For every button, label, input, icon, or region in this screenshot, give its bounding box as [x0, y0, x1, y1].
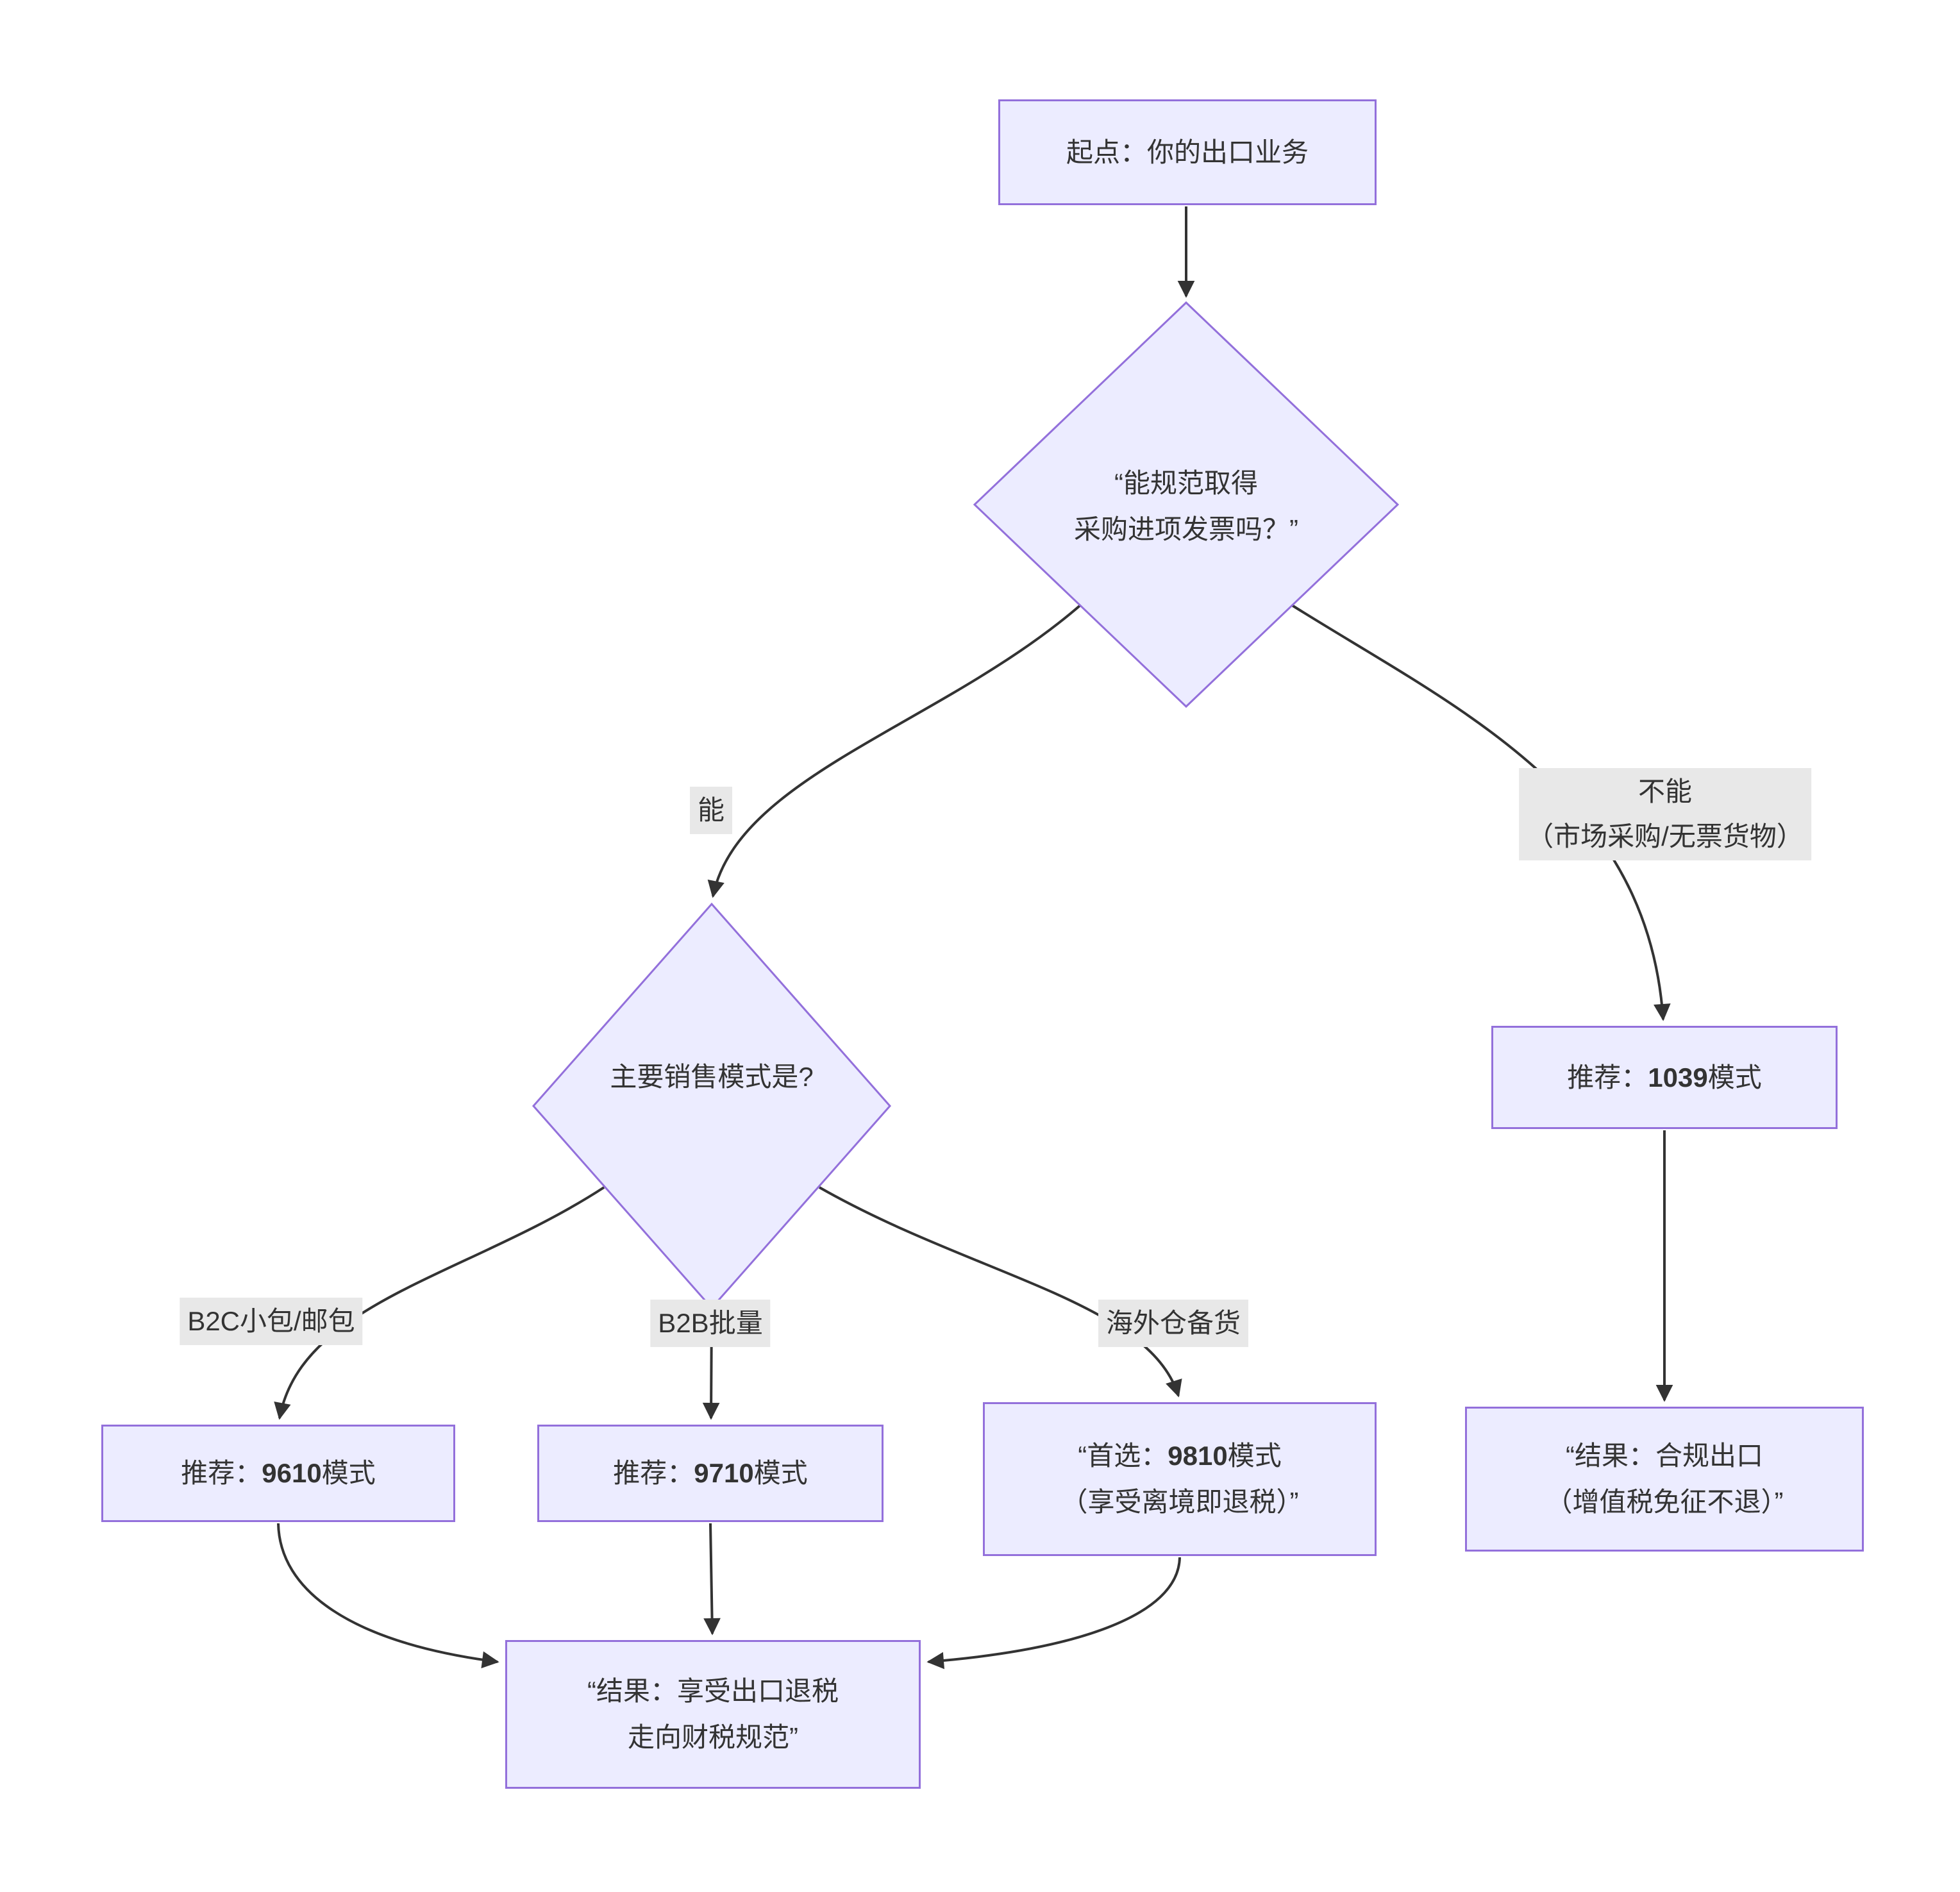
node-result-compliant-line1: “结果：合规出口 [1566, 1441, 1763, 1471]
node-result-refund: “结果：享受出口退税 走向财税规范” [505, 1640, 921, 1789]
node-rec-1039-label: 推荐：1039模式 [1567, 1062, 1762, 1093]
node-rec-9710: 推荐：9710模式 [537, 1425, 884, 1522]
node-start-label: 起点：你的出口业务 [1066, 137, 1309, 167]
node-result-compliant-line2: （增值税免征不退）” [1545, 1487, 1784, 1517]
diamond-invoice-question-label: “能规范取得 采购进项发票吗？” [1074, 468, 1298, 544]
node-rec-1039: 推荐：1039模式 [1491, 1026, 1838, 1129]
edge-9810-to-refund-result [926, 1557, 1181, 1670]
diamond-invoice-question-shape [973, 301, 1400, 708]
edge-b2c [274, 1186, 605, 1420]
edge-9710-to-refund-result [703, 1523, 721, 1636]
edge-label-b2c: B2C小包/邮包 [180, 1298, 363, 1345]
diamond-mode-question-label: 主要销售模式是? [610, 1062, 814, 1092]
edge-label-b2b: B2B批量 [650, 1300, 771, 1347]
node-result-refund-line2: 走向财税规范” [628, 1722, 798, 1752]
node-first-9810-line2: （享受离境即退税）” [1060, 1487, 1299, 1517]
node-rec-9610-label: 推荐：9610模式 [181, 1458, 376, 1488]
edge-overseas [819, 1186, 1182, 1398]
node-rec-9710-label: 推荐：9710模式 [613, 1458, 808, 1488]
edge-label-can: 能 [689, 787, 733, 834]
node-start: 起点：你的出口业务 [998, 99, 1377, 205]
edge-label-overseas: 海外仓备货 [1098, 1300, 1249, 1347]
node-first-9810-line1: “首选：9810模式 [1078, 1441, 1282, 1471]
diamond-mode-question-shape [532, 902, 892, 1310]
edge-can [707, 604, 1082, 898]
edge-label-cannot: 不能 （市场采购/无票货物） [1519, 768, 1811, 860]
node-rec-9610: 推荐：9610模式 [101, 1425, 455, 1522]
node-result-compliant: “结果：合规出口 （增值税免征不退）” [1465, 1407, 1864, 1552]
node-first-9810: “首选：9810模式 （享受离境即退税）” [983, 1402, 1377, 1556]
edge-9610-to-refund-result [277, 1523, 499, 1669]
node-result-refund-line1: “结果：享受出口退税 [587, 1676, 839, 1706]
